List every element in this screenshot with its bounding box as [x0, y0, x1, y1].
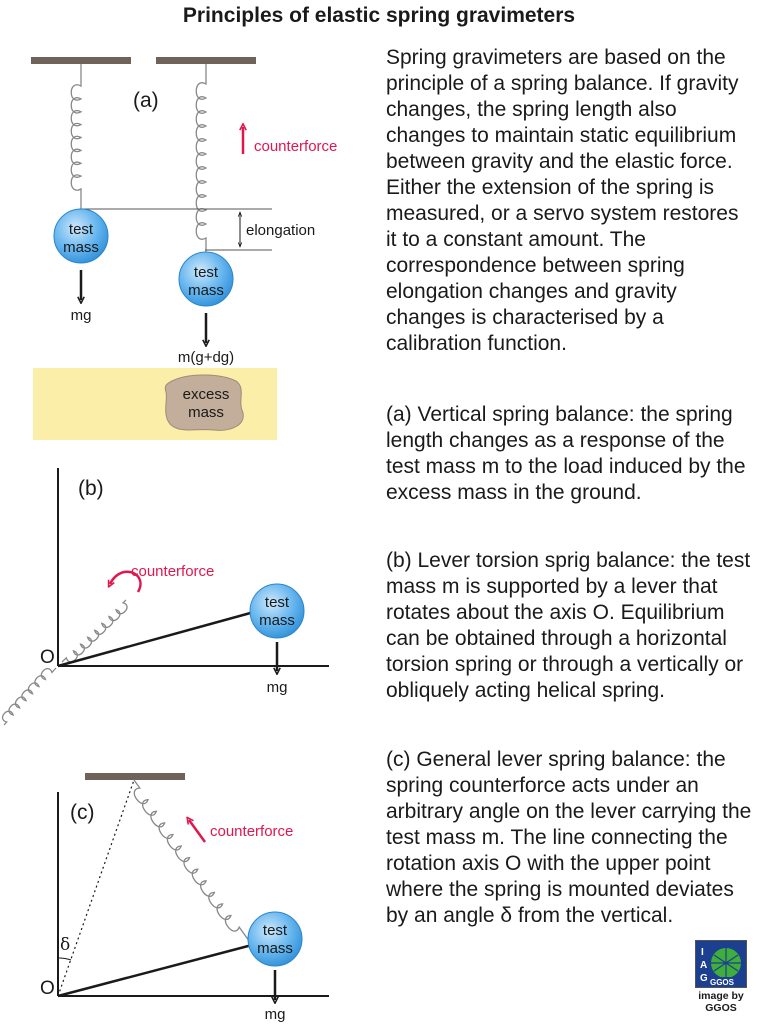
- panel-b: (b) counterforce test mass mg O: [1, 468, 329, 726]
- panel-a-elongation-label: elongation: [246, 222, 315, 239]
- svg-text:G: G: [700, 973, 708, 984]
- panel-b-mass-line1: test: [265, 594, 290, 611]
- panel-b-counterforce-arrow: [110, 570, 142, 593]
- paragraph-c: (c) General lever spring balance: the sp…: [386, 748, 752, 927]
- panel-c-lever: [57, 943, 253, 998]
- panel-b-counterforce-label: counterforce: [131, 563, 214, 580]
- ggos-logo: I A G GGOS image by GGOS: [694, 940, 748, 1018]
- panel-a-left-spring: [70, 64, 83, 209]
- panel-a-left-test-mass: [53, 208, 109, 264]
- intro-paragraph: Spring gravimeters are based on the prin…: [386, 46, 739, 355]
- panel-a-label: (a): [133, 89, 159, 112]
- panel-a-excess-line2: mass: [188, 404, 224, 421]
- panel-c-mount: [85, 773, 185, 780]
- svg-text:A: A: [700, 960, 707, 971]
- panel-c-axis-label: O: [40, 978, 55, 999]
- page-title: Principles of elastic spring gravimeters: [182, 4, 576, 27]
- panel-b-upper-spring-coil: [61, 599, 128, 663]
- paragraph-b: (b) Lever torsion sprig balance: the tes…: [386, 549, 751, 702]
- panel-b-axis-label: O: [40, 647, 55, 668]
- svg-text:I: I: [701, 947, 704, 958]
- logo-caption: image by GGOS: [694, 990, 748, 1014]
- panel-a-left-mount: [31, 57, 131, 64]
- panel-c-mass-line1: test: [263, 922, 288, 939]
- panel-a-left-force-label: mg: [71, 307, 92, 324]
- panel-b-test-mass: [249, 583, 305, 639]
- panel-a-right-mass-line1: test: [194, 264, 219, 281]
- panel-c-mass-line2: mass: [257, 940, 293, 957]
- panel-c-spring: [133, 779, 253, 946]
- panel-b-lower-spring: [1, 667, 57, 726]
- panel-c-dotted-line: [57, 779, 135, 997]
- panel-c-counterforce-arrow: [189, 820, 207, 843]
- panel-a-left-spring-coil: [70, 64, 83, 209]
- panel-b-lower-spring-coil: [1, 667, 57, 726]
- panel-b-upper-spring: [61, 599, 128, 663]
- panel-a-left-mass-line1: test: [69, 221, 94, 238]
- panel-a-right-mount: [156, 57, 256, 64]
- logo-caption-line1: image by: [698, 990, 744, 1002]
- panel-a-excess-line1: excess: [183, 386, 230, 403]
- panel-a-left-mass-line2: mass: [63, 239, 99, 256]
- panel-b-force-label: mg: [267, 679, 288, 696]
- ggos-logo-image: I A G GGOS: [695, 940, 747, 988]
- ggos-emblem-icon: I A G GGOS: [696, 941, 746, 987]
- panel-c: δ (c) counterforce test mass mg O: [40, 773, 329, 1023]
- panel-b-label: (b): [78, 477, 104, 500]
- panel-a-right-mass-line2: mass: [188, 282, 224, 299]
- paragraph-a: (a) Vertical spring balance: the spring …: [386, 403, 746, 504]
- panel-c-spring-coil: [133, 779, 253, 946]
- panel-b-mass-line2: mass: [259, 612, 295, 629]
- logo-caption-line2: GGOS: [705, 1002, 737, 1014]
- panel-a-counterforce-label: counterforce: [254, 138, 337, 155]
- panel-a-right-test-mass: [178, 251, 234, 307]
- panel-a-right-spring-coil: [195, 64, 208, 252]
- svg-text:GGOS: GGOS: [710, 978, 735, 987]
- panel-c-angle-label: δ: [60, 935, 70, 955]
- panel-c-test-mass: [247, 911, 303, 967]
- panel-c-label: (c): [70, 801, 95, 824]
- panel-c-force-label: mg: [265, 1006, 286, 1023]
- panel-b-lever: [57, 610, 255, 668]
- panel-a-excess-mass: [164, 374, 244, 431]
- panel-a: excess mass elongation (a) counterforce …: [31, 57, 337, 440]
- panel-c-angle-arc: [57, 957, 72, 961]
- panel-a-right-spring: [195, 64, 208, 252]
- diagram: excess mass elongation (a) counterforce …: [1, 57, 337, 1023]
- panel-c-counterforce-label: counterforce: [210, 823, 293, 840]
- panel-a-right-force-label: m(g+dg): [178, 349, 234, 366]
